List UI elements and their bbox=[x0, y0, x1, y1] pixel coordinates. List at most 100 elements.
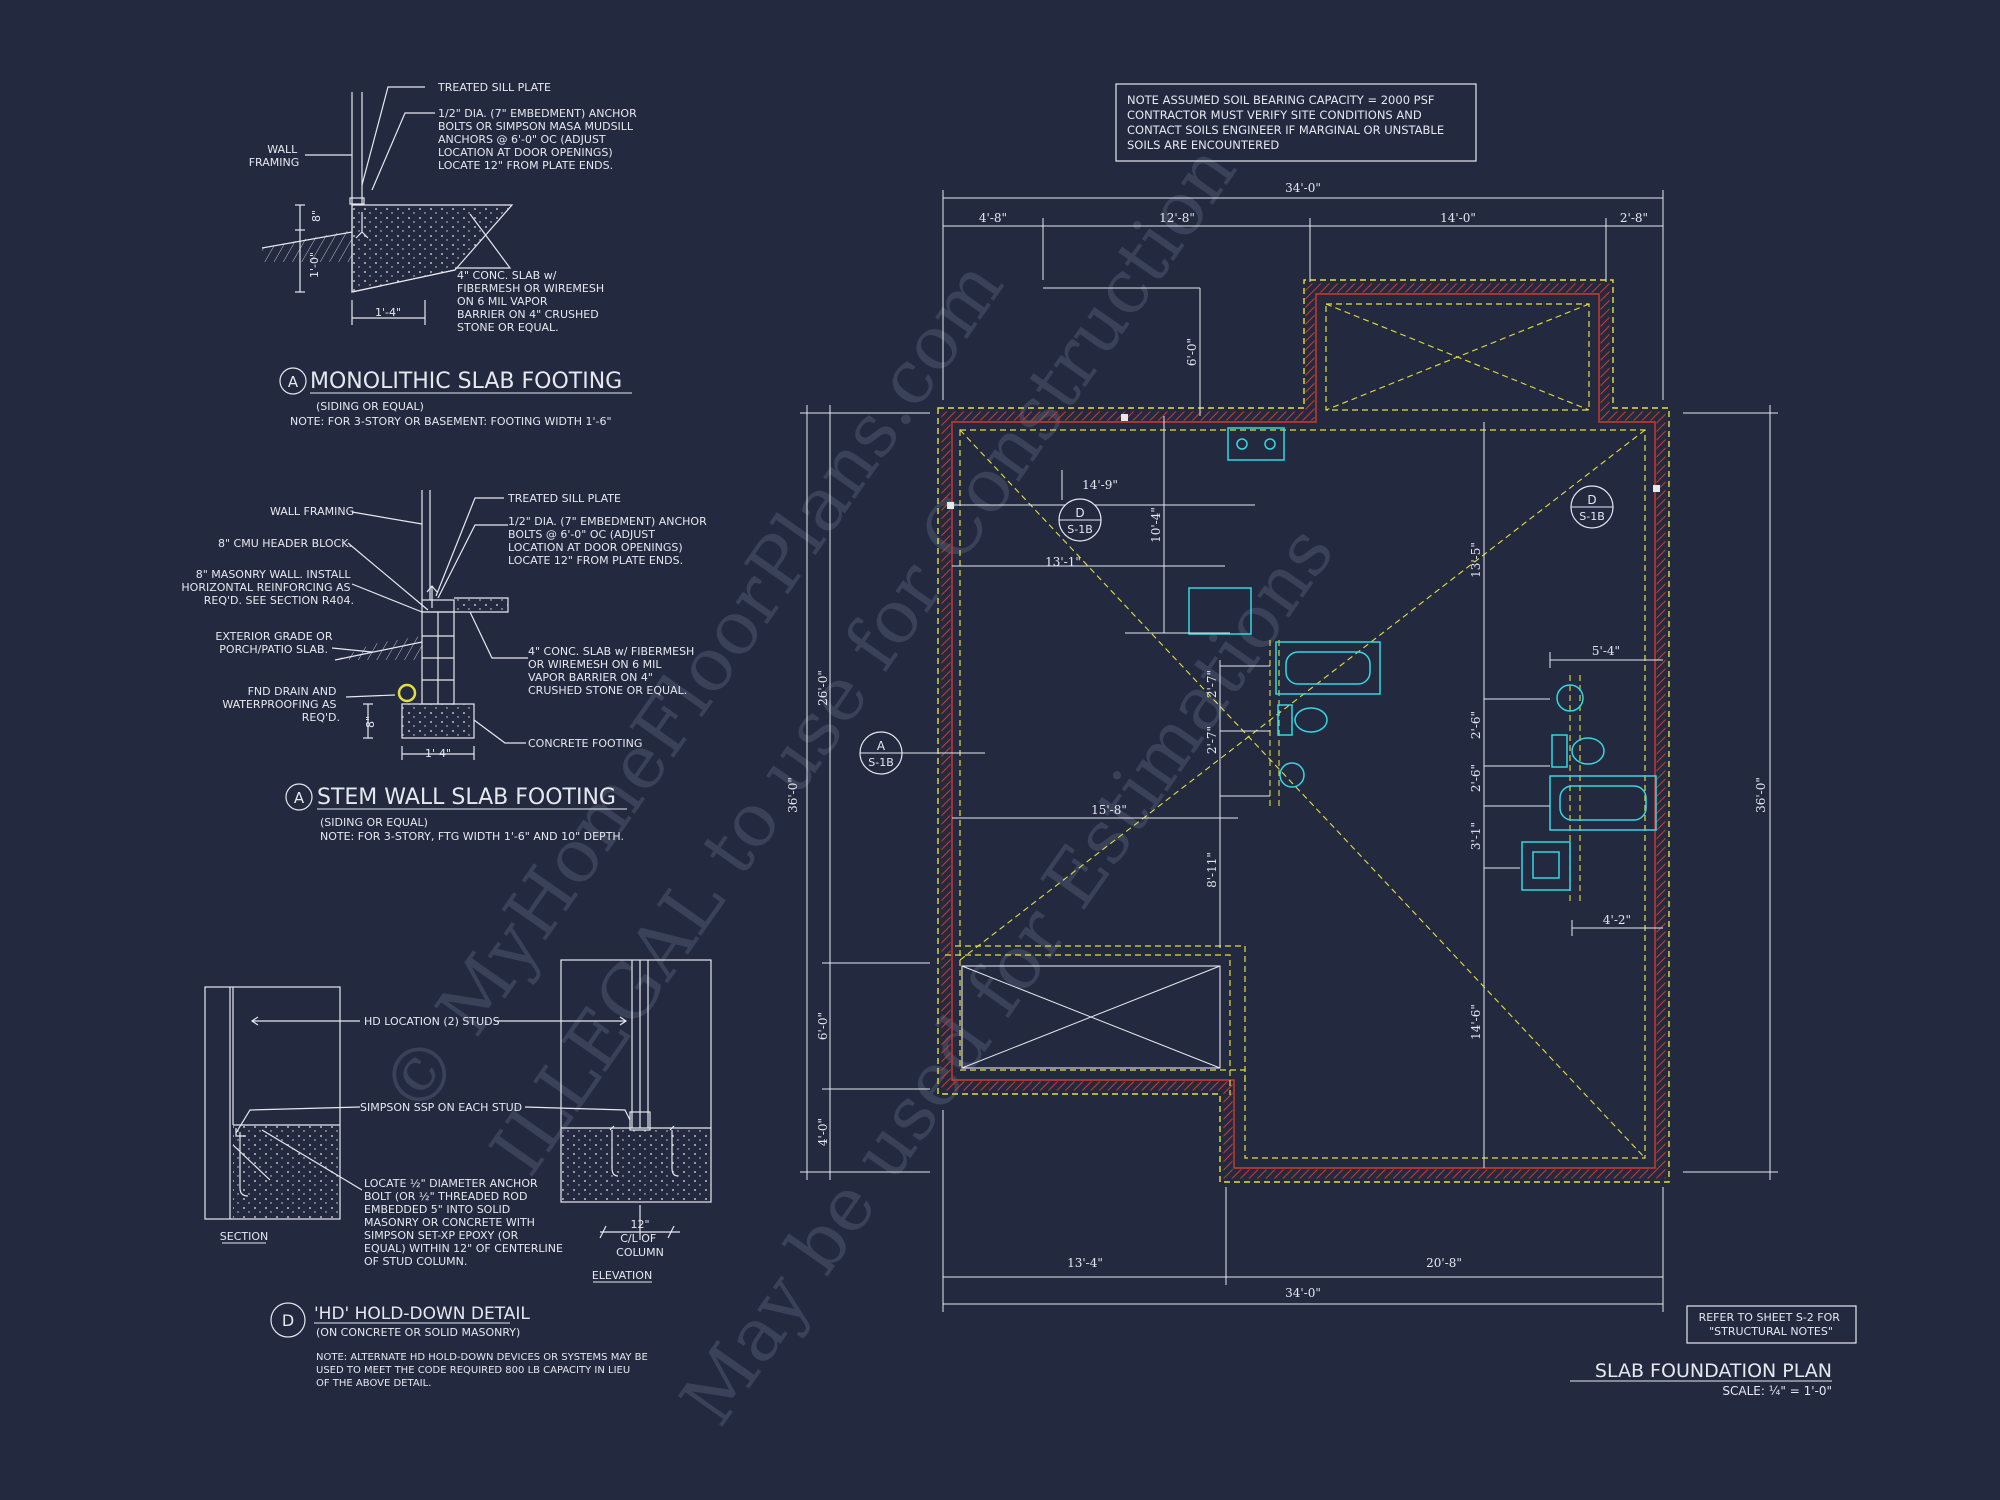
bathtub-right-basin-icon bbox=[1559, 785, 1647, 821]
svg-text:S-1B: S-1B bbox=[1579, 510, 1605, 523]
dim-top-seg-3: 14'-0" bbox=[1440, 211, 1476, 225]
mono-dim-14: 1'-4" bbox=[375, 306, 401, 319]
toilet-left-tank-icon bbox=[1277, 704, 1293, 736]
lavatory-right-icon bbox=[1556, 684, 1584, 712]
soil-note-box: NOTE ASSUMED SOIL BEARING CAPACITY = 200… bbox=[1115, 83, 1477, 162]
dim-left-4: 4'-0" bbox=[816, 1118, 830, 1146]
hd-sub: (ON CONCRETE OR SOLID MASONRY) bbox=[316, 1326, 520, 1339]
shower-drain-icon bbox=[1532, 851, 1560, 879]
stem-masonry-label: 8" MASONRY WALL. INSTALL HORIZONTAL REIN… bbox=[181, 568, 354, 607]
refer-note-box: REFER TO SHEET S-2 FOR "STRUCTURAL NOTES… bbox=[1686, 1305, 1857, 1344]
dim-3-1: 3'-1" bbox=[1469, 822, 1483, 850]
detail-stem-wall bbox=[331, 490, 528, 760]
anchor-point-left bbox=[947, 502, 954, 509]
dim-bottom-overall: 34'-0" bbox=[1285, 1286, 1321, 1300]
mono-slab-label: 4" CONC. SLAB w/ FIBERMESH OR WIREMESH O… bbox=[457, 269, 608, 334]
stem-dim-8: 8" bbox=[364, 716, 377, 728]
hd-bolt-label: LOCATE ½" DIAMETER ANCHOR BOLT (OR ½" TH… bbox=[364, 1177, 566, 1268]
dim-5-4: 5'-4" bbox=[1592, 644, 1620, 658]
hd-marker: D bbox=[282, 1311, 294, 1330]
dim-left-6: 6'-0" bbox=[816, 1012, 830, 1040]
dim-2-6a: 2'-6" bbox=[1469, 711, 1483, 739]
stem-note: NOTE: FOR 3-STORY, FTG WIDTH 1'-6" AND 1… bbox=[320, 830, 624, 843]
anchor-point-top bbox=[1121, 414, 1128, 421]
stem-footing-label: CONCRETE FOOTING bbox=[528, 737, 642, 750]
dim-2-6b: 2'-6" bbox=[1469, 764, 1483, 792]
dim-15-8: 15'-8" bbox=[1091, 803, 1127, 817]
dim-4-2: 4'-2" bbox=[1603, 913, 1631, 927]
mono-sill-label: TREATED SILL PLATE bbox=[437, 81, 551, 94]
hd-elevation-label: ELEVATION bbox=[592, 1269, 652, 1282]
detail-hold-down bbox=[204, 959, 712, 1240]
sink-bowl-right-icon bbox=[1264, 438, 1276, 450]
dim-top-seg-2: 12'-8" bbox=[1159, 211, 1195, 225]
dim-top-overall: 34'-0" bbox=[1285, 181, 1321, 195]
mono-marker-circle bbox=[279, 367, 307, 395]
toilet-right-bowl-icon bbox=[1571, 737, 1605, 765]
dim-porch-6: 6'-0" bbox=[1185, 338, 1199, 366]
stem-slab-label: 4" CONC. SLAB w/ FIBERMESH OR WIREMESH O… bbox=[528, 645, 698, 697]
stem-sub: (SIDING OR EQUAL) bbox=[320, 816, 428, 829]
mono-title: MONOLITHIC SLAB FOOTING bbox=[310, 369, 622, 394]
hd-cl-label: C/L OF COLUMN bbox=[616, 1232, 664, 1259]
sink-bowl-left-icon bbox=[1236, 438, 1248, 450]
toilet-left-bowl-icon bbox=[1294, 707, 1328, 733]
dim-14-6: 14'-6" bbox=[1469, 1004, 1483, 1040]
svg-text:D: D bbox=[1587, 493, 1596, 507]
kitchen-sink-icon bbox=[1227, 427, 1285, 461]
detail-monolithic-slab bbox=[261, 86, 514, 325]
detail-hd-labels: HD LOCATION (2) STUDS SIMPSON SSP ON EAC… bbox=[220, 1015, 664, 1389]
stem-sill-label: TREATED SILL PLATE bbox=[507, 492, 621, 505]
plan-scale: SCALE: ¼" = 1'-0" bbox=[1722, 1384, 1832, 1398]
dim-left-outer: 36'-0" bbox=[786, 777, 800, 813]
hd-location-label: HD LOCATION (2) STUDS bbox=[364, 1015, 500, 1028]
svg-text:REFER TO SHEET S-2 FOR ": REFER TO SHEET S-2 FOR "STRUCTURAL NOTES… bbox=[1699, 1311, 1844, 1338]
water-heater-icon bbox=[1188, 587, 1252, 635]
dim-13-1: 13'-1" bbox=[1045, 555, 1081, 569]
mono-dim-10: 1'-0" bbox=[308, 252, 321, 278]
drain-pipe-icon bbox=[397, 683, 417, 703]
stem-marker-circle bbox=[285, 783, 313, 811]
dim-bottom-seg-1: 13'-4" bbox=[1067, 1256, 1103, 1270]
dim-10-4: 10'-4" bbox=[1149, 507, 1163, 543]
bathtub-right-icon bbox=[1549, 775, 1657, 831]
dim-13-5: 13'-5" bbox=[1469, 542, 1483, 578]
stem-dim-14: 1'-4" bbox=[425, 747, 451, 760]
anchor-point-right bbox=[1653, 485, 1660, 492]
section-tag-d-right: D S-1B bbox=[1570, 485, 1614, 529]
hd-dim-12: 12" bbox=[630, 1218, 649, 1231]
plan-title: SLAB FOUNDATION PLAN bbox=[1595, 1360, 1832, 1382]
detail-stem-labels: WALL FRAMING TREATED SILL PLATE 8" CMU H… bbox=[181, 492, 707, 843]
mono-note: NOTE: FOR 3-STORY OR BASEMENT: FOOTING W… bbox=[290, 415, 612, 428]
shower-icon bbox=[1521, 841, 1571, 891]
dim-2-7b: 2'-7" bbox=[1205, 726, 1219, 754]
plumbing-fixtures bbox=[1188, 427, 1657, 891]
dim-8-11: 8'-11" bbox=[1205, 852, 1219, 888]
dim-14-9: 14'-9" bbox=[1082, 478, 1118, 492]
foundation-plan: 34'-0" 4'-8" 12'-8" 14'-0" 2'-8" 13'-4" … bbox=[786, 181, 1778, 1312]
section-tag-d-left: D S-1B bbox=[1058, 498, 1102, 542]
mono-sub: (SIDING OR EQUAL) bbox=[316, 400, 424, 413]
stem-drain-label: FND DRAIN AND WATERPROOFING AS REQ'D. bbox=[222, 685, 340, 724]
section-tag-a: A S-1B bbox=[859, 731, 985, 775]
dimension-texts: 34'-0" 4'-8" 12'-8" 14'-0" 2'-8" 13'-4" … bbox=[786, 181, 1768, 1300]
stem-title: STEM WALL SLAB FOOTING bbox=[317, 785, 616, 810]
hd-section-label: SECTION bbox=[220, 1230, 268, 1243]
svg-text:S-1B: S-1B bbox=[868, 756, 894, 769]
hd-ssp-label: SIMPSON SSP ON EACH STUD bbox=[360, 1101, 522, 1114]
dim-top-seg-1: 4'-8" bbox=[979, 211, 1007, 225]
dimension-lines bbox=[800, 190, 1778, 1312]
dim-2-7a: 2'-7" bbox=[1205, 670, 1219, 698]
mono-anchor-label: 1/2" DIA. (7" EMBEDMENT) ANCHOR BOLTS OR… bbox=[438, 107, 640, 172]
dim-top-seg-4: 2'-8" bbox=[1620, 211, 1648, 225]
detail-monolithic-labels: TREATED SILL PLATE 1/2" DIA. (7" EMBEDME… bbox=[249, 81, 640, 428]
stem-marker: A bbox=[294, 789, 305, 807]
mono-wall-label: WALL FRAMING bbox=[249, 143, 301, 169]
stem-grade-label: EXTERIOR GRADE OR PORCH/PATIO SLAB. bbox=[215, 630, 336, 656]
bathtub-left-basin-icon bbox=[1285, 651, 1371, 685]
dim-left-26: 26'-0" bbox=[816, 670, 830, 706]
svg-text:D: D bbox=[1075, 506, 1084, 520]
hd-marker-circle bbox=[270, 1302, 306, 1338]
hd-title: 'HD' HOLD-DOWN DETAIL bbox=[314, 1304, 530, 1324]
